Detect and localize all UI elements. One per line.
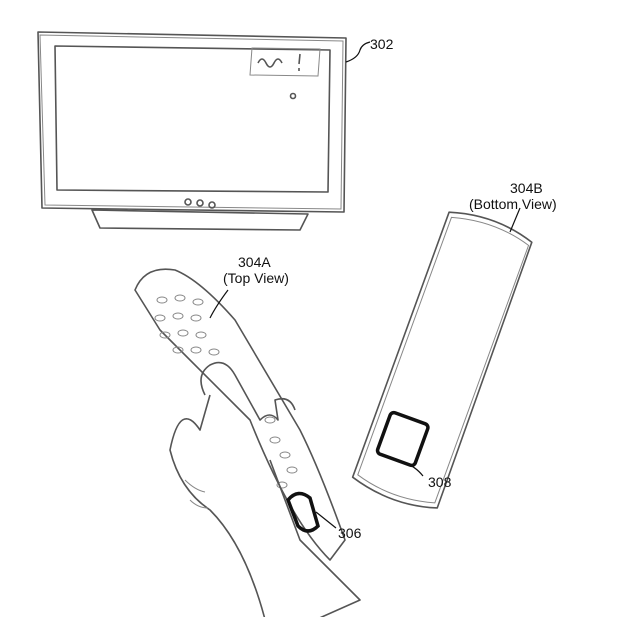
label-304b: 304B <box>510 180 543 196</box>
308-leader-line <box>402 461 424 477</box>
label-302: 302 <box>370 36 394 52</box>
label-306: 306 <box>338 525 362 541</box>
306-leader-line <box>315 511 337 529</box>
remote-bottom-view <box>351 211 533 509</box>
hand <box>169 361 361 617</box>
304b-leader-line <box>509 207 521 233</box>
label-304a-view: (Top View) <box>223 270 289 286</box>
remote-top-view <box>134 268 361 617</box>
label-304b-view: (Bottom View) <box>469 196 557 212</box>
touchpad-306 <box>285 491 320 533</box>
label-308: 308 <box>428 474 452 490</box>
304a-leader-line <box>209 289 229 319</box>
television <box>37 31 347 231</box>
label-304a: 304A <box>238 254 271 270</box>
tv-leader-line <box>345 41 371 63</box>
touchpad-308 <box>375 410 430 468</box>
